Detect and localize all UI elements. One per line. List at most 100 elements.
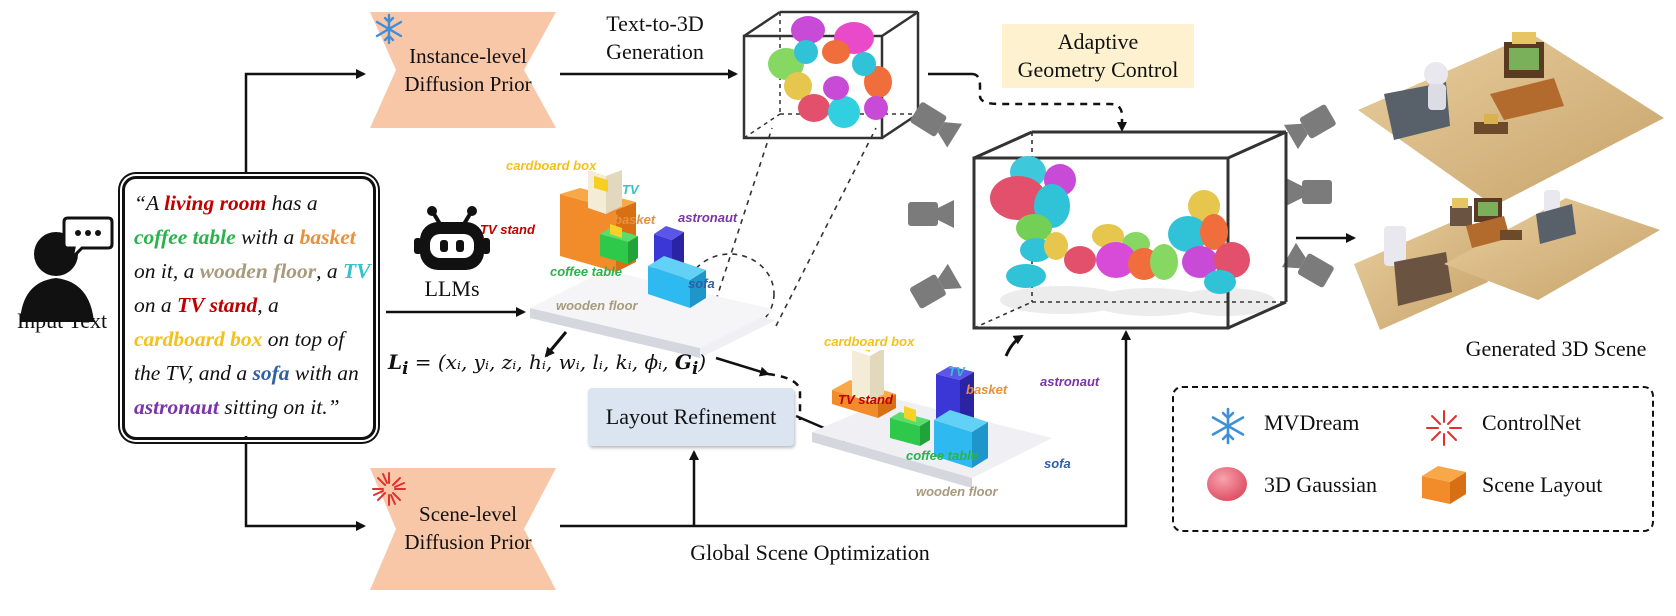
robot-icon [414, 206, 490, 270]
llm-label: LLMs [424, 276, 480, 301]
scene-prior-line2: Diffusion Prior [404, 530, 532, 554]
agc-line2: Geometry Control [1017, 57, 1179, 82]
formula-g: G [674, 350, 692, 374]
layout-label-coffee-table: coffee table [550, 264, 623, 279]
person-speaking-icon [20, 216, 114, 322]
refined-label-cardboard-box: cardboard box [824, 334, 915, 349]
formula-close: ) [698, 350, 707, 374]
layout-refinement-box: Layout Refinement [588, 388, 794, 446]
generated-tv-stand-main [1490, 78, 1564, 120]
scene-layout-refined [812, 350, 1052, 488]
generated-scene-images [1354, 32, 1664, 330]
prompt-keyword: living room [164, 191, 267, 215]
prompt-fragment: with an [289, 361, 359, 385]
arrow-global-opt [560, 330, 1131, 528]
layout-label-basket: basket [614, 212, 656, 227]
arrow-layout-to-refine [715, 356, 770, 377]
generated-3d-scene-label: Generated 3D Scene [1465, 336, 1647, 361]
scene-prior-label: Scene-level Diffusion Prior [380, 500, 556, 556]
prompt-keyword: TV [343, 259, 371, 283]
legend-mvdream: MVDream [1264, 410, 1360, 435]
refined-label-astronaut: astronaut [1040, 374, 1100, 389]
generated-coffee-table-main [1474, 122, 1508, 134]
arrow-to-scene-prior [244, 436, 366, 531]
camera-icon [910, 102, 963, 148]
prompt-keyword: cardboard box [134, 327, 263, 351]
agc-line1: Adaptive [1057, 29, 1139, 54]
scene-prior-shape [370, 468, 556, 590]
instance-prior-shape [370, 12, 556, 128]
layout-label-sofa: sofa [688, 276, 715, 291]
formula-lhs: L [388, 350, 403, 374]
legend-3d-gaussian: 3D Gaussian [1264, 472, 1378, 497]
prompt-fragment: , a [257, 293, 279, 317]
prompt-fragment: with a [235, 225, 300, 249]
legend-sparkle-icon [1426, 410, 1462, 446]
camera-icon [910, 263, 962, 309]
curved-arrow-scene [1004, 334, 1024, 357]
prompt-fragment: on it, a [134, 259, 200, 283]
camera-icons [908, 102, 1336, 309]
arrow-to-instance-prior [244, 69, 366, 176]
prompt-fragment: sitting on it.” [218, 395, 340, 419]
prompt-fragment: on top of the TV, and a [134, 327, 345, 385]
prompt-keyword: coffee table [134, 225, 236, 249]
generated-view-right-floor [1444, 198, 1660, 300]
dashed-arrow-to-scene [971, 72, 1127, 132]
prompt-keyword: sofa [252, 361, 290, 385]
scene-layout-initial [530, 170, 776, 358]
legend-scene-layout: Scene Layout [1482, 472, 1603, 497]
instance-gaussian-box [742, 10, 920, 140]
prompt-keyword: wooden floor [199, 259, 317, 283]
generated-astronaut-left [1384, 226, 1406, 266]
refined-label-basket: basket [966, 382, 1008, 397]
refined-label-coffee-table: coffee table [906, 448, 979, 463]
instance-prior-line1: Instance-level [409, 44, 527, 68]
instance-prior-line2: Diffusion Prior [404, 72, 532, 96]
legend-controlnet: ControlNet [1482, 410, 1581, 435]
snowflake-icon [375, 13, 403, 45]
dashed-link-1 [715, 127, 773, 301]
text-to-3d-line1: Text-to-3D [606, 11, 704, 36]
layout-formula: Li = (xᵢ, yᵢ, zᵢ, hᵢ, wᵢ, lᵢ, kᵢ, ϕᵢ, Gi… [388, 350, 706, 378]
generated-astronaut-main [1424, 62, 1448, 86]
camera-icon [1283, 104, 1336, 150]
layout-label-astronaut: astronaut [678, 210, 738, 225]
legend-snowflake-icon [1211, 407, 1245, 445]
prompt-keyword: basket [299, 225, 356, 249]
prompt-text: “A living room has a coffee table with a… [134, 186, 374, 424]
sparkle-burst-icon [372, 472, 406, 506]
instance-prior-label: Instance-level Diffusion Prior [380, 42, 556, 98]
prompt-fragment: on a [134, 293, 177, 317]
formula-g-sub: i [691, 358, 699, 378]
camera-icon [908, 200, 954, 228]
dashed-link-2 [775, 127, 877, 327]
global-optimization-label: Global Scene Optimization [690, 540, 930, 565]
prompt-keyword: TV stand [177, 293, 258, 317]
refined-label-wooden-floor: wooden floor [916, 484, 998, 499]
prompt-fragment: has a [266, 191, 318, 215]
text-to-3d-label: Text-to-3D Generation [580, 10, 730, 66]
legend-box [1172, 386, 1654, 532]
refined-label-sofa: sofa [1044, 456, 1071, 471]
prompt-fragment: , a [316, 259, 344, 283]
input-text-label: Input Text [16, 308, 108, 333]
refined-label-tv-stand: TV stand [838, 392, 893, 407]
camera-icon [1286, 178, 1332, 206]
text-to-3d-line2: Generation [606, 39, 704, 64]
layout-label-tv-stand: TV stand [480, 222, 535, 237]
scene-gaussian-box [972, 130, 1288, 330]
prompt-box [122, 176, 376, 440]
scene-prior-line1: Scene-level [419, 502, 517, 526]
prompt-fragment: “A [134, 191, 165, 215]
legend-gaussian-icon [1207, 467, 1247, 501]
camera-icon [1281, 242, 1334, 288]
adaptive-geometry-control-box: Adaptive Geometry Control [1002, 24, 1194, 88]
refined-label-tv: TV [948, 364, 965, 379]
legend-scene-layout-icon [1422, 466, 1466, 504]
prompt-keyword: astronaut [134, 395, 219, 419]
formula-rhs: = (xᵢ, yᵢ, zᵢ, hᵢ, wᵢ, lᵢ, kᵢ, ϕᵢ, [408, 350, 675, 374]
formula-lhs-sub: i [402, 358, 409, 378]
